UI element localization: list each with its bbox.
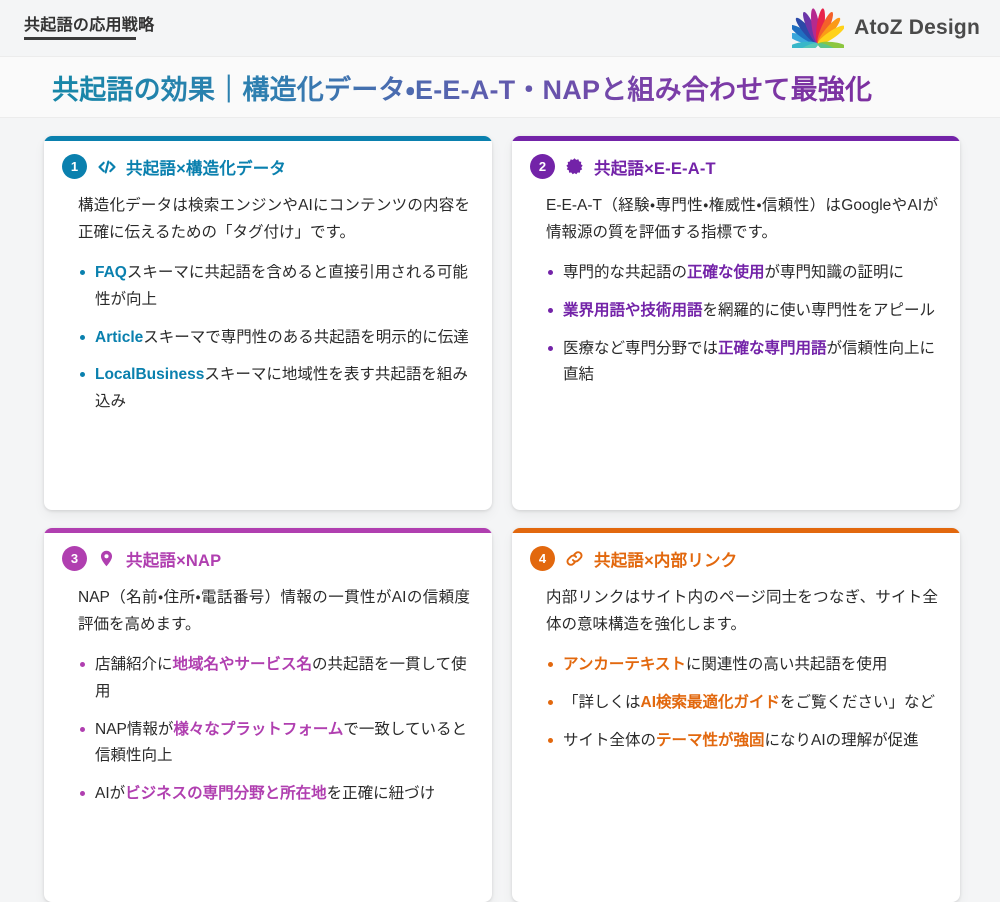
bullet-highlight: AI検索最適化ガイド <box>640 693 781 711</box>
list-item: FAQスキーマに共起語を含めると直接引用される可能性が向上 <box>78 260 474 313</box>
list-item: Articleスキーマで専門性のある共起語を明示的に伝達 <box>78 325 474 352</box>
bullet-highlight: 業界用語や技術用語 <box>563 301 703 319</box>
list-item: 専門的な共起語の正確な使用が専門知識の証明に <box>546 260 942 287</box>
brand-name: AtoZ Design <box>854 16 980 39</box>
bullet-text: が専門知識の証明に <box>764 264 905 282</box>
section-banner: 共起語の効果｜構造化データ・E-E-A-T・NAPと組み合わせて最強化 <box>0 56 1000 118</box>
list-item: 店舗紹介に地域名やサービス名の共起語を一貫して使用 <box>78 652 474 705</box>
bullet-pretext: 店舗紹介に <box>95 656 173 674</box>
card-3-number-badge: 3 <box>62 546 87 571</box>
card-3-lead: NAP（名前・住所・電話番号）情報の一貫性がAIの信頼度評価を高めます。 <box>78 589 470 633</box>
list-item: サイト全体のテーマ性が強固になりAIの理解が促進 <box>546 728 942 755</box>
bullet-pretext: 「詳しくは <box>563 693 641 711</box>
card-4-number-badge: 4 <box>530 546 555 571</box>
bullet-text: に関連性の高い共起語を使用 <box>685 656 888 674</box>
bullet-highlight: 様々なプラットフォーム <box>173 720 344 738</box>
card-3-title: 共起語×NAP <box>126 551 222 570</box>
card-3: 3 共起語×NAP NAP（名前・住所・電話番号）情報の一貫性がAIの信頼度評価… <box>44 528 492 902</box>
card-1: 1 共起語×構造化データ 構造化データは検索エンジンやAIにコンテンツの内容を正… <box>44 136 492 510</box>
bullet-pretext: NAP情報が <box>95 720 174 738</box>
banner-title: 共起語の効果｜構造化データ・E-E-A-T・NAPと組み合わせて最強化 <box>52 68 872 107</box>
bullet-text: になりAIの理解が促進 <box>764 731 919 749</box>
card-1-title: 共起語×構造化データ <box>126 159 287 178</box>
bullet-highlight: アンカーテキスト <box>563 656 686 674</box>
seal-badge-icon <box>564 156 585 177</box>
location-pin-icon <box>96 548 117 569</box>
bullet-pretext: 医療など専門分野では <box>563 339 719 357</box>
bullet-text: の共起語を一貫して使用 <box>95 656 467 700</box>
card-1-lead: 構造化データは検索エンジンやAIにコンテンツの内容を正確に伝えるための「タグ付け… <box>78 197 470 241</box>
bullet-highlight: テーマ性が強固 <box>656 731 765 749</box>
bullet-text: をご覧ください」など <box>780 693 936 711</box>
list-item: AIがビジネスの専門分野と所在地を正確に紐づけ <box>78 781 474 808</box>
bullet-text: スキーマに共起語を含めると直接引用される可能性が向上 <box>95 264 468 308</box>
header-title-group: 共起語の応用戦略 <box>24 16 155 41</box>
card-4-header: 4 共起語×内部リンク <box>512 533 960 571</box>
card-1-accent-bar <box>44 136 492 141</box>
card-1-number-badge: 1 <box>62 154 87 179</box>
bullet-highlight: FAQ <box>95 264 127 282</box>
bullet-highlight: 正確な専門用語 <box>718 339 827 357</box>
bullet-pretext: 専門的な共起語の <box>563 264 688 282</box>
bullet-pretext: AIが <box>95 784 126 802</box>
page-title: 共起語の応用戦略 <box>24 16 155 34</box>
bullet-text: スキーマで専門性のある共起語を明示的に伝達 <box>143 328 469 346</box>
card-2: 2 共起語×E-E-A-T E-E-A-T（経験・専門性・権威性・信頼性）はGo… <box>512 136 960 510</box>
card-4-lead: 内部リンクはサイト内のページ同士をつなぎ、サイト全体の意味構造を強化します。 <box>546 589 938 633</box>
cards-grid: 1 共起語×構造化データ 構造化データは検索エンジンやAIにコンテンツの内容を正… <box>0 118 1000 902</box>
card-4: 4 共起語×内部リンク 内部リンクはサイト内のページ同士をつなぎ、サイト全体の意… <box>512 528 960 902</box>
list-item: 「詳しくはAI検索最適化ガイドをご覧ください」など <box>546 690 942 717</box>
card-4-title: 共起語×内部リンク <box>594 551 738 570</box>
bullet-text: を網羅的に使い専門性をアピール <box>702 301 936 319</box>
title-underline <box>24 37 136 41</box>
card-2-header: 2 共起語×E-E-A-T <box>512 141 960 179</box>
bullet-text: を正確に紐づけ <box>326 784 436 802</box>
card-3-accent-bar <box>44 528 492 533</box>
code-brackets-icon <box>96 156 117 177</box>
card-2-bullets: 専門的な共起語の正確な使用が専門知識の証明に 業界用語や技術用語を網羅的に使い専… <box>546 260 942 389</box>
card-4-accent-bar <box>512 528 960 533</box>
card-2-number-badge: 2 <box>530 154 555 179</box>
bullet-text: で一致していると信頼性向上 <box>95 720 467 765</box>
card-1-bullets: FAQスキーマに共起語を含めると直接引用される可能性が向上 Articleスキー… <box>78 260 474 415</box>
bullet-text: スキーマに地域性を表す共起語を組み込み <box>95 366 468 410</box>
list-item: 業界用語や技術用語を網羅的に使い専門性をアピール <box>546 298 942 325</box>
bullet-highlight: 地域名やサービス名 <box>172 656 313 674</box>
link-chain-icon <box>564 548 585 569</box>
list-item: 医療など専門分野では正確な専門用語が信頼性向上に直結 <box>546 336 942 389</box>
bullet-highlight: 正確な使用 <box>687 264 765 282</box>
card-2-lead: E-E-A-T（経験・専門性・権威性・信頼性）はGoogleやAIが情報源の質を… <box>546 197 938 241</box>
bullet-pretext: サイト全体の <box>563 731 657 749</box>
bullet-highlight: ビジネスの専門分野と所在地 <box>125 784 327 802</box>
bullet-highlight: Article <box>95 328 144 346</box>
list-item: NAP情報が様々なプラットフォームで一致していると信頼性向上 <box>78 717 474 770</box>
card-2-accent-bar <box>512 136 960 141</box>
page-header: 共起語の応用戦略 <box>0 0 1000 56</box>
bullet-highlight: LocalBusiness <box>95 366 205 384</box>
bullet-text: が信頼性向上に直結 <box>563 339 936 384</box>
list-item: アンカーテキストに関連性の高い共起語を使用 <box>546 652 942 679</box>
card-2-title: 共起語×E-E-A-T <box>594 159 716 178</box>
card-1-header: 1 共起語×構造化データ <box>44 141 492 179</box>
card-3-header: 3 共起語×NAP <box>44 533 492 571</box>
card-3-bullets: 店舗紹介に地域名やサービス名の共起語を一貫して使用 NAP情報が様々なプラットフ… <box>78 652 474 807</box>
brand-logo-group: AtoZ Design <box>792 8 980 48</box>
list-item: LocalBusinessスキーマに地域性を表す共起語を組み込み <box>78 362 474 415</box>
fan-logo-icon <box>792 8 845 48</box>
card-4-bullets: アンカーテキストに関連性の高い共起語を使用 「詳しくはAI検索最適化ガイドをご覧… <box>546 652 942 754</box>
